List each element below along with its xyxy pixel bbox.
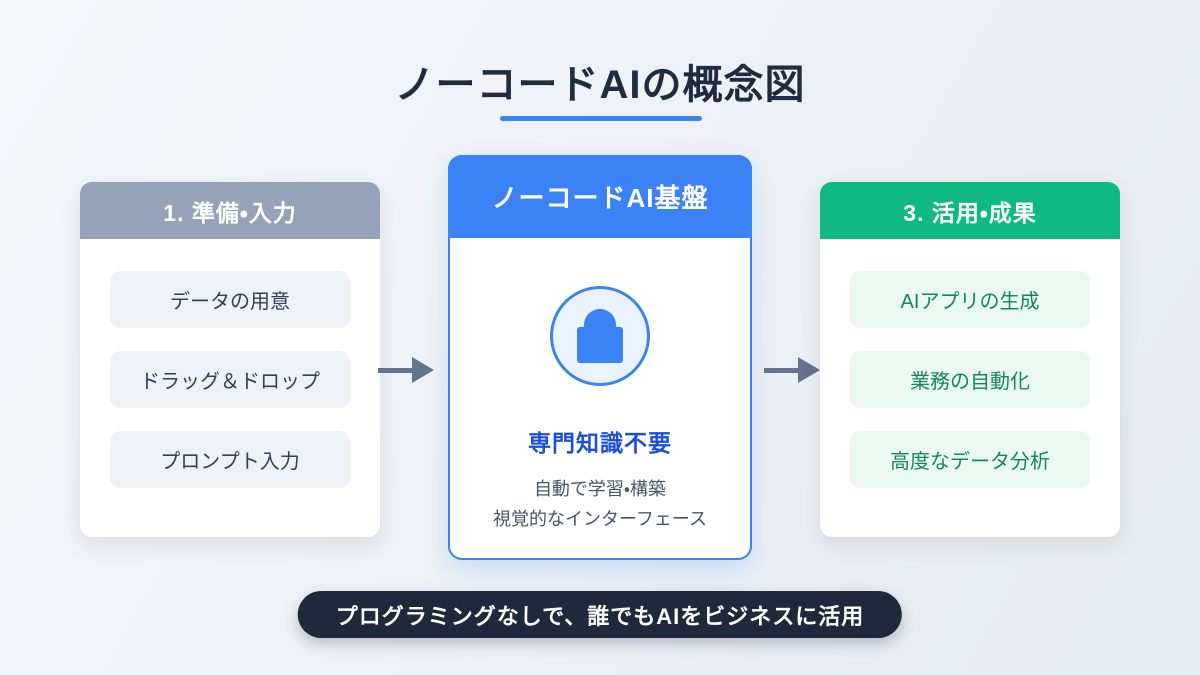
lock-icon (577, 309, 623, 363)
card-ai-platform: ノーコードAI基盤 専門知識不要 自動で学習・構築 視覚的なインターフェース (448, 155, 752, 560)
arrow-head (798, 357, 820, 383)
arrow-right-icon (764, 357, 820, 383)
arrow-head (412, 357, 434, 383)
platform-detail-line-1: 自動で学習・構築 (533, 479, 667, 499)
arrow-right-icon (378, 357, 434, 383)
bottom-banner: プログラミングなしで、誰でもAIをビジネスに活用 (297, 591, 903, 638)
page-title: ノーコードAIの概念図 (394, 63, 806, 107)
title-underline (500, 116, 702, 121)
output-item-analysis: 高度なデータ分析 (850, 431, 1090, 488)
platform-detail-line-2: 視覚的なインターフェース (492, 509, 708, 529)
input-item-dragdrop: ドラッグ＆ドロップ (110, 351, 350, 408)
card-preparation-header: 1. 準備・入力 (80, 182, 380, 239)
platform-highlight-text: 専門知識不要 (528, 430, 672, 456)
input-item-prompt: プロンプト入力 (110, 431, 350, 488)
lock-icon-body (577, 327, 623, 363)
input-item-data: データの用意 (110, 271, 350, 328)
output-item-automation: 業務の自動化 (850, 351, 1090, 408)
card-preparation-body: データの用意 ドラッグ＆ドロップ プロンプト入力 (80, 239, 380, 488)
card-utilization-results: 3. 活用・成果 AIアプリの生成 業務の自動化 高度なデータ分析 (820, 182, 1120, 537)
card-ai-platform-header: ノーコードAI基盤 (448, 155, 752, 238)
arrow-line (378, 367, 412, 373)
icon-circle (550, 286, 650, 386)
card-utilization-header: 3. 活用・成果 (820, 182, 1120, 239)
card-preparation-input: 1. 準備・入力 データの用意 ドラッグ＆ドロップ プロンプト入力 (80, 182, 380, 537)
arrow-line (764, 367, 798, 373)
output-item-ai-app: AIアプリの生成 (850, 271, 1090, 328)
platform-detail-text: 自動で学習・構築 視覚的なインターフェース (493, 474, 707, 534)
card-ai-platform-body: 専門知識不要 自動で学習・構築 視覚的なインターフェース (450, 238, 750, 534)
card-utilization-body: AIアプリの生成 業務の自動化 高度なデータ分析 (820, 239, 1120, 488)
